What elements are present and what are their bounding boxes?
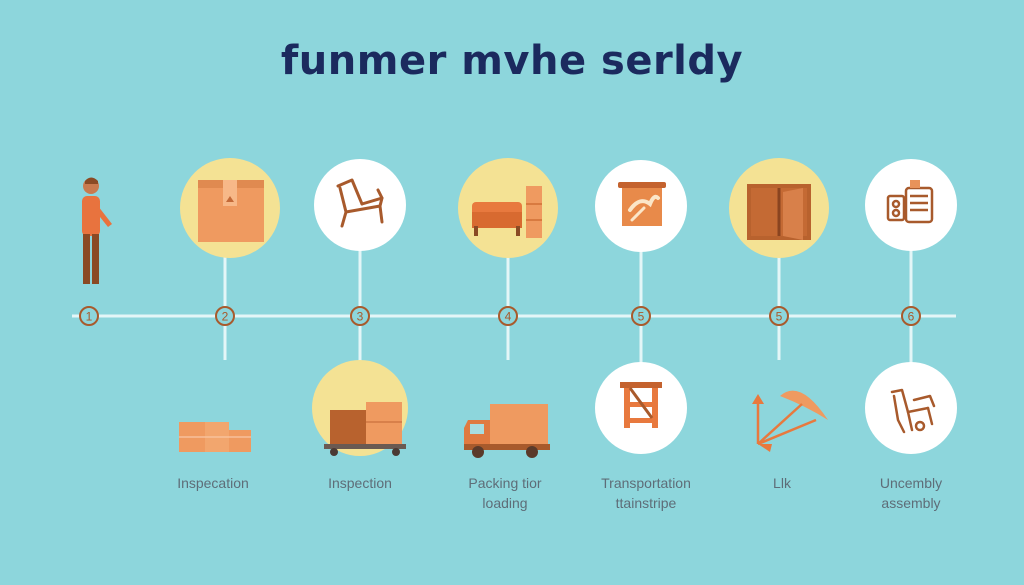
sofa-icon bbox=[472, 186, 542, 238]
step-marker-2: 2 bbox=[215, 306, 235, 326]
step-number: 5 bbox=[638, 310, 645, 324]
umbrella-tools-icon bbox=[752, 390, 828, 452]
step-number: 6 bbox=[908, 310, 915, 324]
bottom-circle-chair bbox=[865, 362, 957, 454]
person-icon bbox=[82, 177, 112, 284]
step-marker-3: 3 bbox=[350, 306, 370, 326]
step-label-inspection: Inspection bbox=[328, 475, 392, 491]
ladder-icon bbox=[620, 382, 662, 428]
step-label-llk: Llk bbox=[773, 475, 791, 491]
step-number: 5 bbox=[776, 310, 783, 324]
step-label-inspecation: Inspecation bbox=[177, 475, 249, 491]
door-icon bbox=[747, 184, 811, 240]
chair-assembly-icon bbox=[890, 388, 936, 434]
bottom-circle-cart bbox=[312, 360, 408, 456]
step-marker-1: 1 bbox=[79, 306, 99, 326]
moving-truck-icon bbox=[464, 404, 550, 458]
step-number: 2 bbox=[222, 310, 229, 324]
boxes-on-cart-icon bbox=[324, 402, 406, 456]
step-markers: 1 2 3 4 5 5 6 bbox=[79, 306, 921, 326]
top-circle-box bbox=[180, 158, 280, 258]
map-icon bbox=[618, 182, 666, 226]
top-circle-appliance bbox=[865, 159, 957, 251]
step-label-assembly: Uncembly assembly bbox=[879, 475, 943, 511]
armchair-icon bbox=[336, 178, 384, 228]
step-marker-5b: 5 bbox=[769, 306, 789, 326]
top-circle-sofa bbox=[458, 158, 558, 258]
step-number: 3 bbox=[357, 310, 364, 324]
top-circle-map bbox=[595, 160, 687, 252]
step-marker-5a: 5 bbox=[631, 306, 651, 326]
step-label-transportation: Transportation ttainstripe bbox=[601, 475, 691, 511]
step-marker-6: 6 bbox=[901, 306, 921, 326]
step-number: 4 bbox=[505, 310, 512, 324]
stacked-boxes-icon bbox=[179, 422, 251, 452]
step-label-packing-loading: Packing tior loading bbox=[468, 475, 542, 511]
step-marker-4: 4 bbox=[498, 306, 518, 326]
top-circle-door bbox=[729, 158, 829, 258]
top-circle-armchair bbox=[314, 159, 406, 251]
bottom-circle-ladder bbox=[595, 362, 687, 454]
cardboard-box-icon bbox=[198, 180, 264, 242]
appliance-icon bbox=[886, 180, 934, 224]
diagram-title: funmer mvhe serldy bbox=[280, 38, 744, 84]
connectors-top bbox=[223, 248, 913, 360]
step-number: 1 bbox=[86, 310, 93, 324]
